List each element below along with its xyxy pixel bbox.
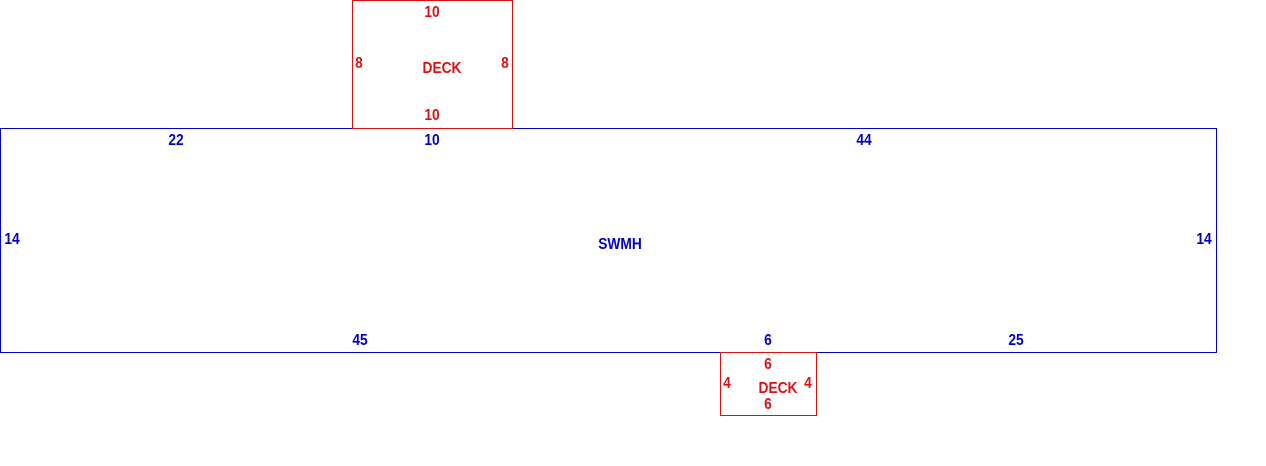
deck-bottom-left-dimension: 4 [723,375,731,392]
deck-top-right-dimension: 8 [501,55,509,72]
deck-top-left-dimension: 8 [355,55,363,72]
swmh-top-dimension-3: 44 [856,132,872,149]
swmh-name: SWMH [598,236,642,253]
swmh-left-dimension: 14 [4,231,20,248]
swmh-top-dimension-2: 10 [424,132,440,149]
swmh-right-dimension: 14 [1196,231,1212,248]
deck-top-outline [352,0,513,129]
swmh-bottom-dimension-3: 25 [1008,332,1024,349]
deck-bottom-top-dimension: 6 [764,356,772,373]
deck-bottom-outline [720,352,817,416]
swmh-top-dimension-1: 22 [168,132,184,149]
deck-top-top-dimension: 10 [424,4,440,21]
swmh-outline [0,128,1217,353]
deck-bottom-right-dimension: 4 [804,375,812,392]
deck-bottom-bottom-dimension: 6 [764,396,772,413]
swmh-bottom-dimension-1: 45 [352,332,368,349]
deck-top-name: DECK [422,60,462,77]
deck-top-bottom-dimension: 10 [424,107,440,124]
deck-bottom-name: DECK [758,380,798,397]
swmh-bottom-dimension-2: 6 [764,332,772,349]
